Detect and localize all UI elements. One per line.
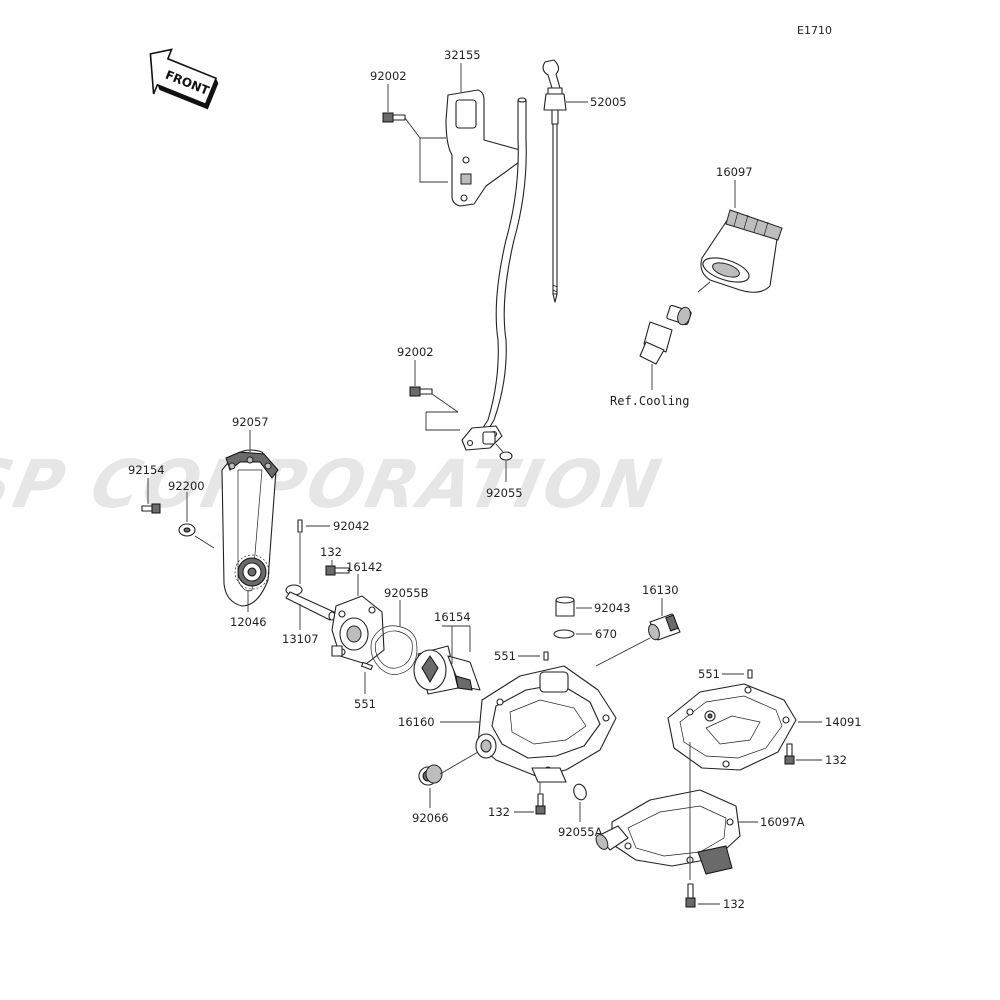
label-92066: 92066 (412, 811, 449, 825)
bolt-132-b (535, 793, 546, 815)
bolt-92154 (141, 503, 161, 514)
label-16154: 16154 (434, 610, 471, 624)
bolt-132-a (325, 565, 350, 576)
label-132-c: 132 (825, 753, 847, 767)
sprocket-12046 (234, 554, 270, 590)
shaft-13107 (285, 584, 336, 621)
label-16097A: 16097A (760, 815, 805, 829)
label-92055: 92055 (486, 486, 523, 500)
label-92002-top: 92002 (370, 69, 407, 83)
label-551-a: 551 (354, 697, 376, 711)
label-551-b: 551 (494, 649, 516, 663)
pin-551-a (361, 661, 373, 671)
housing-16097A (595, 789, 741, 875)
label-132-d: 132 (723, 897, 745, 911)
bolt-132-d (685, 883, 696, 908)
label-92043: 92043 (594, 601, 631, 615)
watermark: JSP CORPORATION (0, 446, 670, 523)
o-ring-92055 (499, 451, 513, 461)
cover-14091 (667, 683, 797, 771)
washer-92200 (178, 523, 196, 537)
label-92055B: 92055B (384, 586, 429, 600)
label-16142: 16142 (346, 560, 383, 574)
diagram-code: E1710 (797, 24, 832, 37)
label-92200: 92200 (168, 479, 205, 493)
label-14091: 14091 (825, 715, 862, 729)
dipstick-tube (461, 97, 527, 451)
pin-92042 (297, 519, 303, 533)
o-ring-670 (553, 629, 575, 639)
label-13107: 13107 (282, 632, 319, 646)
bolt-92002-top (382, 112, 406, 123)
label-92002-mid: 92002 (397, 345, 434, 359)
label-132-a: 132 (320, 545, 342, 559)
label-92154: 92154 (128, 463, 165, 477)
pin-551-b (543, 651, 549, 661)
gasket-92055B (370, 625, 418, 675)
collar-92043 (555, 596, 575, 617)
oil-filter-16097 (700, 209, 783, 293)
label-92055A: 92055A (558, 825, 603, 839)
bolt-92002-mid (409, 386, 433, 397)
pump-body-16160 (475, 665, 617, 783)
label-551-c: 551 (698, 667, 720, 681)
o-ring-92055A (573, 783, 587, 801)
label-670: 670 (595, 627, 617, 641)
label-132-b: 132 (488, 805, 510, 819)
label-92042: 92042 (333, 519, 370, 533)
bolt-132-c (784, 743, 795, 765)
label-12046: 12046 (230, 615, 267, 629)
filter-fitting (639, 304, 692, 365)
pin-551-c (747, 669, 753, 679)
front-arrow-icon: FRONT (149, 48, 219, 110)
sensor-16130 (648, 613, 681, 641)
label-32155: 32155 (444, 48, 481, 62)
plug-92066 (418, 764, 443, 786)
label-16130: 16130 (642, 583, 679, 597)
rotor-16154 (413, 645, 481, 695)
label-92057: 92057 (232, 415, 269, 429)
label-16160: 16160 (398, 715, 435, 729)
label-52005: 52005 (590, 95, 627, 109)
dipstick-52005 (542, 59, 567, 303)
bracket-32155 (445, 89, 523, 207)
reference-note: Ref.Cooling (610, 394, 689, 408)
label-16097: 16097 (716, 165, 753, 179)
